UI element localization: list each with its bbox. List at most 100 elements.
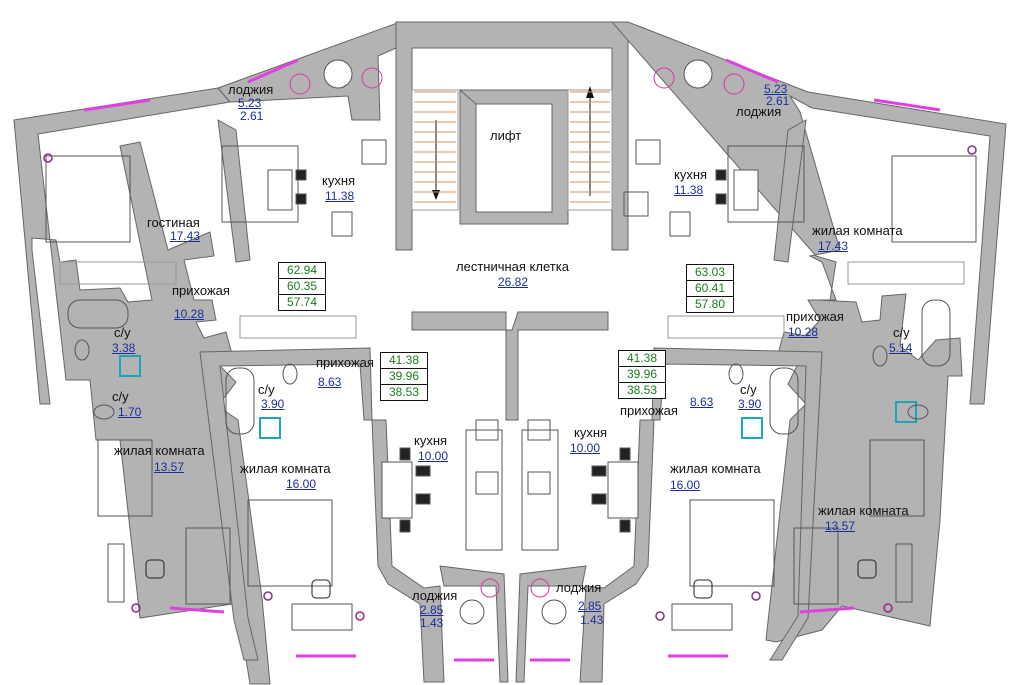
stair-flight-left	[411, 89, 459, 211]
tl-total-3: 57.74	[286, 295, 318, 309]
office-chair-icon	[857, 559, 877, 579]
dining-table-icon	[267, 169, 293, 211]
br-bath-label: с/у	[740, 382, 757, 397]
bl-loggia-area2: 1.43	[420, 616, 444, 630]
stove-icon	[527, 471, 551, 495]
desk-icon	[107, 543, 125, 603]
desk-icon	[291, 603, 353, 631]
tr-living-area: 17.43	[818, 239, 849, 253]
bl-total-3: 38.53	[388, 385, 420, 399]
office-chair-icon	[145, 559, 165, 579]
wall-top-right-partition	[773, 119, 807, 263]
stairs	[411, 86, 613, 211]
kitchen-counter	[521, 429, 559, 551]
bl-loggia-area1: 2.85	[420, 603, 444, 617]
kitchen-counter	[221, 145, 299, 223]
br-loggia-area1: 2.85	[578, 599, 602, 613]
bathtub-icon	[769, 367, 799, 435]
tl-kitchen-label: кухня	[322, 173, 356, 188]
sofa-icon	[97, 439, 153, 517]
tl-bath-label: с/у	[114, 325, 131, 340]
bl-loggia-label: лоджия	[412, 588, 458, 603]
socket-icon	[43, 153, 53, 163]
tl-total-1: 62.94	[279, 263, 325, 279]
socket-icon	[355, 611, 365, 621]
wall-lift	[458, 88, 569, 225]
dining-table-icon	[381, 461, 413, 519]
bl-total-1: 41.38	[381, 353, 427, 369]
window	[83, 98, 151, 112]
tr-loggia-area1: 5.23	[764, 82, 788, 96]
br-room-outer-area: 13.57	[825, 519, 856, 533]
chair-icon	[415, 465, 431, 477]
br-room-area: 16.00	[670, 478, 701, 492]
bl-kitchen-label: кухня	[414, 433, 448, 448]
tl-hall-area: 10.28	[174, 307, 205, 321]
bathtub-icon	[67, 299, 129, 329]
bathtub-icon	[225, 367, 255, 435]
desk-icon	[671, 603, 733, 631]
sofa-icon	[793, 527, 839, 605]
bed-icon	[689, 499, 775, 587]
window	[247, 58, 299, 84]
tl-loggia-area1: 5.23	[238, 96, 262, 110]
wall-bottom-loggias	[439, 565, 509, 683]
chair-icon	[619, 447, 631, 461]
chair-icon	[289, 73, 311, 95]
toilet-icon	[872, 345, 888, 367]
office-chair-icon	[311, 579, 331, 599]
sink-icon	[623, 191, 649, 217]
desk-icon	[895, 543, 913, 603]
wall-bottom-left-apt	[199, 347, 373, 661]
toilet-icon	[282, 363, 298, 385]
wall-bottom-loggias-right	[515, 565, 587, 683]
landing-label: лестничная клетка	[456, 259, 569, 274]
fridge-icon	[331, 211, 353, 237]
wardrobe	[239, 315, 357, 339]
round-table-icon	[541, 599, 567, 625]
chair-icon	[715, 169, 727, 181]
sofa-icon	[185, 527, 231, 605]
furniture	[45, 59, 977, 631]
tl-kitchen-area: 11.38	[325, 189, 355, 203]
sockets	[43, 145, 977, 621]
br-bath-area: 3.90	[738, 397, 762, 411]
tr-kitchen-label: кухня	[674, 167, 708, 182]
bl-bath-small-area: 1.70	[118, 405, 142, 419]
br-loggia-area2: 1.43	[580, 613, 604, 627]
sink-icon	[527, 419, 551, 441]
chair-icon	[399, 447, 411, 461]
sofa-icon	[869, 439, 925, 517]
chair-icon	[715, 193, 727, 205]
socket-icon	[131, 603, 141, 613]
window	[873, 98, 941, 112]
window	[169, 606, 225, 614]
tl-loggia-area2: 2.61	[240, 109, 264, 123]
chair-icon	[295, 193, 307, 205]
round-table-icon	[459, 599, 485, 625]
sink-icon	[475, 419, 499, 441]
tl-living-label: гостиная	[147, 215, 200, 230]
toilet-icon	[74, 339, 90, 361]
tr-kitchen-area: 11.38	[674, 183, 704, 197]
bl-hall-area: 8.63	[318, 375, 342, 389]
wall-top-left-partition	[217, 119, 251, 263]
toilet-icon	[907, 404, 929, 420]
br-total-1: 41.38	[619, 351, 665, 367]
socket-icon	[883, 603, 893, 613]
round-table-icon	[323, 59, 353, 89]
chair-icon	[399, 519, 411, 533]
chair-icon	[415, 493, 431, 505]
br-hall-area: 8.63	[690, 395, 714, 409]
bl-room-outer-area: 13.57	[154, 460, 185, 474]
br-room-outer-label: жилая комната	[818, 503, 909, 518]
br-room-label: жилая комната	[670, 461, 761, 476]
chair-icon	[591, 465, 607, 477]
kitchen-counter	[727, 145, 805, 223]
toilet-icon	[93, 404, 115, 420]
tr-living-label: жилая комната	[812, 223, 903, 238]
bl-bath-area: 3.90	[261, 397, 285, 411]
toilet-icon	[728, 363, 744, 385]
wall-bottom-center	[411, 311, 609, 421]
br-kitchen-label: кухня	[574, 425, 608, 440]
